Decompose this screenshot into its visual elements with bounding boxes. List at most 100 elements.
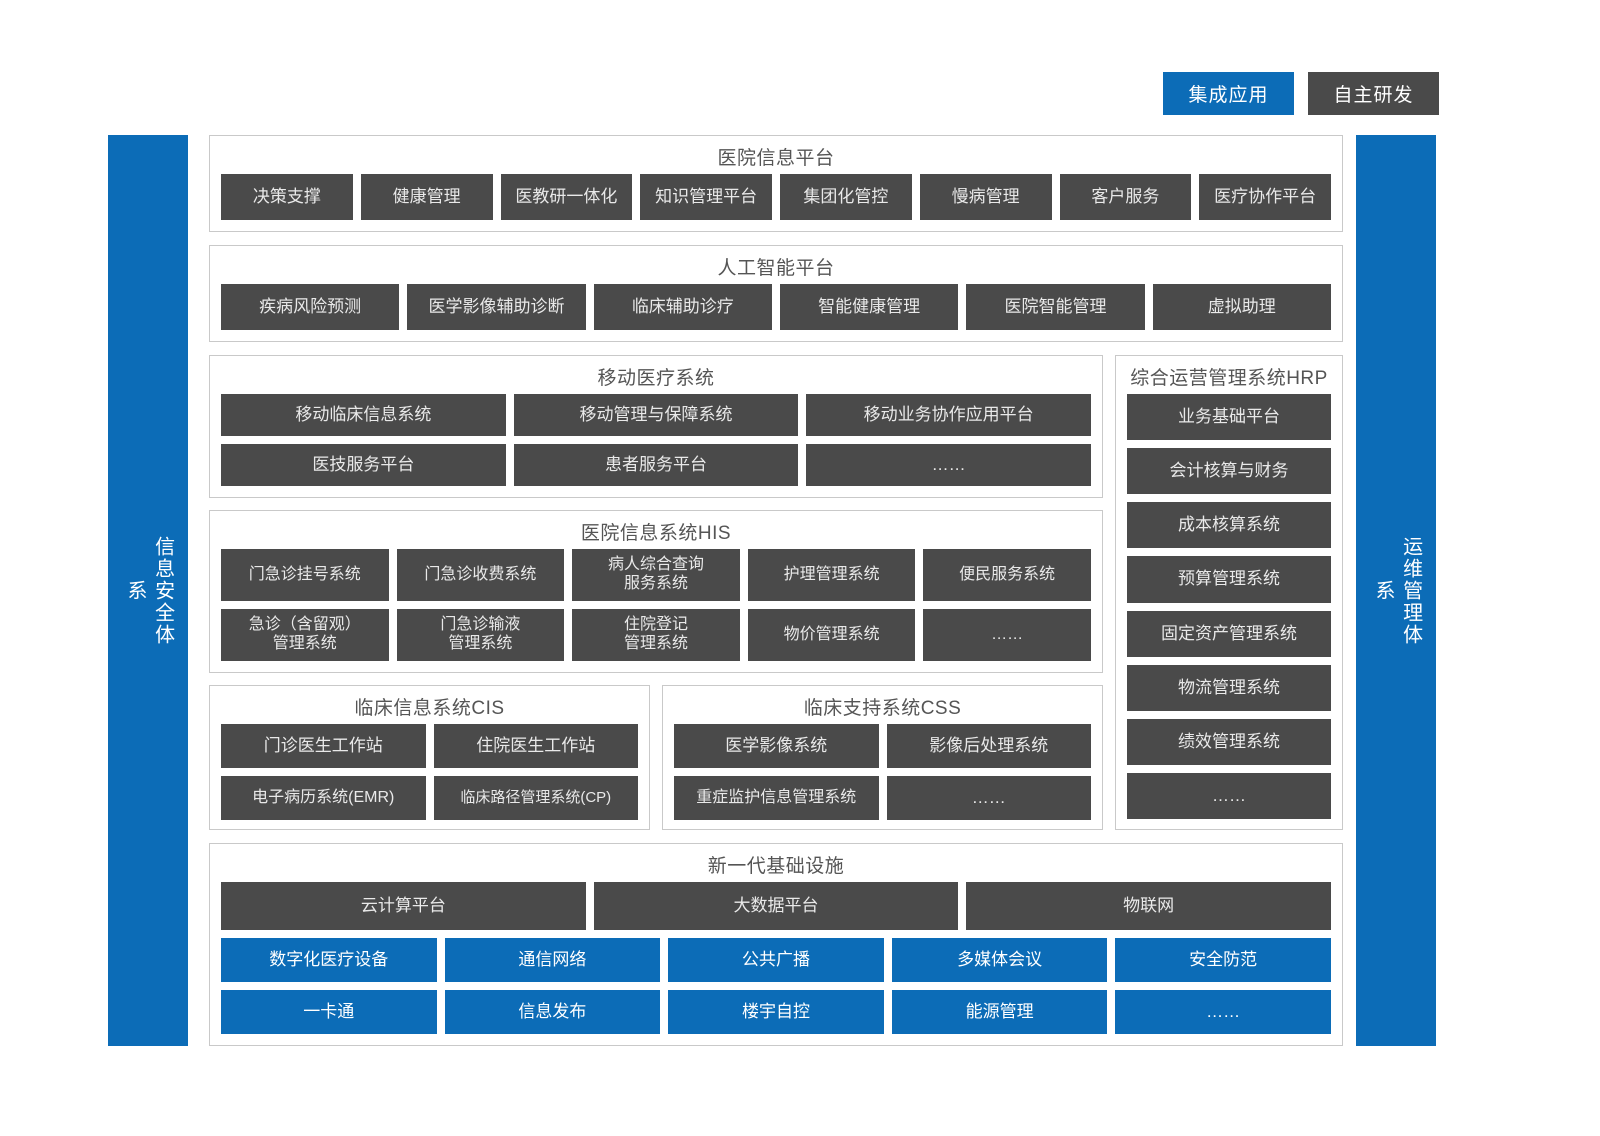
item-box[interactable]: 公共广播 [668,938,884,982]
section-title: 临床信息系统CIS [354,698,505,719]
section-ai-platform: 人工智能平台 疾病风险预测 医学影像辅助诊断 临床辅助诊疗 智能健康管理 医院智… [209,245,1343,342]
item-box[interactable]: 大数据平台 [593,882,959,930]
item-box[interactable]: 决策支撑 [221,174,353,220]
item-box[interactable]: 业务基础平台 [1127,394,1331,441]
box-row: 云计算平台 大数据平台 物联网 [221,882,1332,930]
clinical-systems-row: 临床信息系统CIS 门诊医生工作站 住院医生工作站 电子病历系统(EMR) 临床… [209,685,1103,830]
rail-left-label: 信息安全体系 [124,535,174,646]
item-box[interactable]: 疾病风险预测 [221,284,400,330]
box-row: 决策支撑 健康管理 医教研一体化 知识管理平台 集团化管控 慢病管理 客户服务 … [221,174,1331,220]
item-box[interactable]: …… [923,609,1091,661]
item-box[interactable]: 集团化管控 [780,174,912,220]
box-row: 医技服务平台 患者服务平台 …… [221,444,1092,486]
item-box[interactable]: 急诊（含留观） 管理系统 [221,609,389,661]
section-title: 医院信息平台 [717,148,835,169]
item-box[interactable]: 移动管理与保障系统 [513,394,799,436]
box-row: 医学影像系统 影像后处理系统 [674,724,1091,768]
box-row: 电子病历系统(EMR) 临床路径管理系统(CP) [221,776,638,820]
item-box[interactable]: 医院智能管理 [966,284,1145,330]
item-box[interactable]: 物价管理系统 [747,609,916,661]
box-row: 移动临床信息系统 移动管理与保障系统 移动业务协作应用平台 [221,394,1092,436]
item-box[interactable]: 云计算平台 [221,882,586,930]
item-box[interactable]: 信息发布 [444,990,661,1034]
item-box[interactable]: 绩效管理系统 [1127,718,1331,765]
box-row: 疾病风险预测 医学影像辅助诊断 临床辅助诊疗 智能健康管理 医院智能管理 虚拟助… [221,284,1331,330]
item-box[interactable]: 客户服务 [1059,174,1192,220]
item-box[interactable]: 移动业务协作应用平台 [806,394,1092,436]
legend: 集成应用 自主研发 [1163,72,1439,115]
item-box[interactable]: 物流管理系统 [1127,664,1331,711]
item-box[interactable]: 智能健康管理 [779,284,959,330]
rail-operations-management: 运维管理体系 [1356,135,1436,1046]
item-box[interactable]: 医教研一体化 [500,174,633,220]
box-row: 急诊（含留观） 管理系统 门急诊输液 管理系统 住院登记 管理系统 物价管理系统… [221,609,1091,661]
item-box[interactable]: 住院医生工作站 [433,724,638,768]
item-box[interactable]: 楼宇自控 [668,990,884,1034]
box-row: 数字化医疗设备 通信网络 公共广播 多媒体会议 安全防范 [221,938,1331,982]
section-hrp: 综合运营管理系统HRP 业务基础平台 会计核算与财务 成本核算系统 预算管理系统… [1115,355,1343,830]
item-box[interactable]: 会计核算与财务 [1127,448,1331,495]
section-title: 临床支持系统CSS [803,698,962,719]
item-box[interactable]: 护理管理系统 [747,549,916,601]
item-box[interactable]: 影像后处理系统 [886,724,1091,768]
box-row: 门诊医生工作站 住院医生工作站 [221,724,638,768]
box-row: 一卡通 信息发布 楼宇自控 能源管理 …… [221,990,1331,1034]
item-box[interactable]: …… [1127,772,1331,819]
box-row: 重症监护信息管理系统 …… [674,776,1091,820]
item-box[interactable]: 住院登记 管理系统 [572,609,740,661]
item-box[interactable]: 医技服务平台 [221,444,506,486]
item-box[interactable]: 慢病管理 [919,174,1052,220]
hrp-item-list: 业务基础平台 会计核算与财务 成本核算系统 预算管理系统 固定资产管理系统 物流… [1127,394,1331,819]
item-box[interactable]: 患者服务平台 [513,444,799,486]
rail-right-label: 运维管理体系 [1372,535,1422,646]
legend-inhouse-development: 自主研发 [1308,72,1439,115]
item-box[interactable]: 临床路径管理系统(CP) [433,776,638,820]
section-mobile-medical: 移动医疗系统 移动临床信息系统 移动管理与保障系统 移动业务协作应用平台 医技服… [209,355,1103,498]
item-box[interactable]: 成本核算系统 [1127,502,1331,549]
item-box[interactable]: 健康管理 [360,174,493,220]
legend-integrated-application: 集成应用 [1163,72,1294,115]
item-box[interactable]: …… [886,776,1091,820]
item-box[interactable]: …… [1115,990,1331,1034]
item-box[interactable]: 便民服务系统 [923,549,1091,601]
section-title: 新一代基础设施 [707,856,845,877]
item-box[interactable]: 临床辅助诊疗 [593,284,772,330]
item-box[interactable]: 能源管理 [891,990,1108,1034]
item-box[interactable]: 安全防范 [1115,938,1331,982]
section-cis: 临床信息系统CIS 门诊医生工作站 住院医生工作站 电子病历系统(EMR) 临床… [209,685,650,830]
item-box[interactable]: 虚拟助理 [1152,284,1331,330]
item-box[interactable]: …… [806,444,1092,486]
item-box[interactable]: 一卡通 [221,990,437,1034]
item-box[interactable]: 物联网 [966,882,1332,930]
section-title: 医院信息系统HIS [580,523,732,544]
item-box[interactable]: 医疗协作平台 [1199,174,1331,220]
main-stack: 医院信息平台 决策支撑 健康管理 医教研一体化 知识管理平台 集团化管控 慢病管… [209,135,1343,1046]
item-box[interactable]: 数字化医疗设备 [221,938,437,982]
item-box[interactable]: 固定资产管理系统 [1127,610,1331,657]
section-infrastructure: 新一代基础设施 云计算平台 大数据平台 物联网 数字化医疗设备 通信网络 公共广… [209,843,1343,1046]
mid-region: 移动医疗系统 移动临床信息系统 移动管理与保障系统 移动业务协作应用平台 医技服… [209,355,1343,830]
box-row: 门急诊挂号系统 门急诊收费系统 病人综合查询 服务系统 护理管理系统 便民服务系… [221,549,1091,601]
mid-left-stack: 移动医疗系统 移动临床信息系统 移动管理与保障系统 移动业务协作应用平台 医技服… [209,355,1103,830]
item-box[interactable]: 多媒体会议 [891,938,1108,982]
item-box[interactable]: 移动临床信息系统 [221,394,506,436]
item-box[interactable]: 医学影像辅助诊断 [407,284,586,330]
item-box[interactable]: 医学影像系统 [674,724,879,768]
item-box[interactable]: 门急诊挂号系统 [221,549,389,601]
section-title: 移动医疗系统 [597,368,715,389]
section-title: 综合运营管理系统HRP [1130,368,1328,389]
item-box[interactable]: 门急诊收费系统 [396,549,565,601]
item-box[interactable]: 门诊医生工作站 [221,724,426,768]
item-box[interactable]: 病人综合查询 服务系统 [572,549,740,601]
item-box[interactable]: 知识管理平台 [640,174,772,220]
item-box[interactable]: 重症监护信息管理系统 [674,776,879,820]
item-box[interactable]: 通信网络 [444,938,661,982]
section-his: 医院信息系统HIS 门急诊挂号系统 门急诊收费系统 病人综合查询 服务系统 护理… [209,510,1103,673]
item-box[interactable]: 电子病历系统(EMR) [221,776,426,820]
section-hospital-info-platform: 医院信息平台 决策支撑 健康管理 医教研一体化 知识管理平台 集团化管控 慢病管… [209,135,1343,232]
item-box[interactable]: 预算管理系统 [1127,556,1331,603]
item-box[interactable]: 门急诊输液 管理系统 [396,609,565,661]
section-title: 人工智能平台 [717,258,835,279]
section-css: 临床支持系统CSS 医学影像系统 影像后处理系统 重症监护信息管理系统 …… [662,685,1103,830]
